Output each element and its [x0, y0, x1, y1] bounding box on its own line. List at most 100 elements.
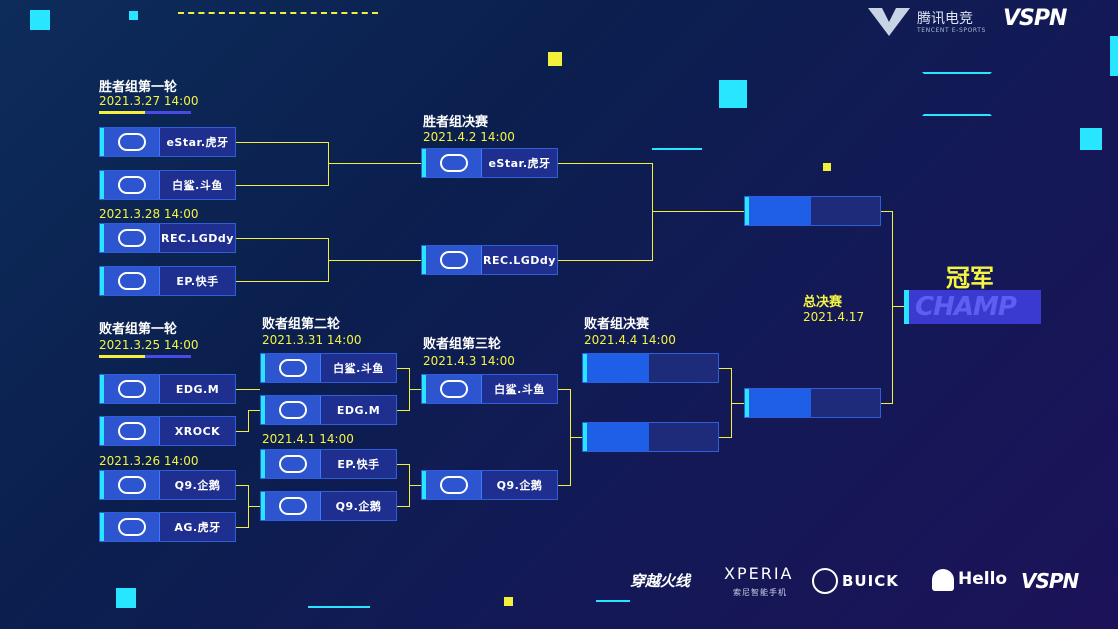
team-slot-wbf1[interactable]: eStar.虎牙	[421, 148, 558, 178]
round-title-lb-r1: 败者组第一轮	[99, 322, 178, 337]
bracket-line	[719, 368, 731, 369]
deco-square	[30, 10, 50, 30]
hello-ghost-icon	[932, 569, 954, 591]
team-slot-lb2-2[interactable]: EDG.M	[260, 395, 397, 425]
deco-dash-line	[178, 12, 378, 16]
team-name: XROCK	[174, 424, 221, 438]
bracket-line	[397, 464, 409, 465]
team-name: REC.LGDdy	[483, 253, 556, 267]
team-slot-lb3[interactable]: Q9.企鹅	[99, 470, 236, 500]
team-slot-wbf2[interactable]: REC.LGDdy	[421, 245, 558, 275]
round-date: 2021.3.25 14:00	[99, 338, 199, 352]
team-slot-wb1[interactable]: eStar.虎牙	[99, 127, 236, 157]
deco-square	[823, 163, 831, 171]
team-slot-wb4[interactable]: EP.快手	[99, 266, 236, 296]
deco-square	[129, 11, 138, 20]
round-title-wb-r1: 胜者组第一轮	[99, 80, 178, 95]
team-logo-icon	[104, 171, 160, 199]
deco-square	[719, 80, 747, 108]
tencent-logo	[868, 8, 910, 36]
deco-square	[504, 597, 513, 606]
round-title-wb-final: 胜者组决赛	[423, 115, 489, 130]
team-slot-wb2[interactable]: 白鲨.斗鱼	[99, 170, 236, 200]
team-slot-wb3[interactable]: REC.LGDdy	[99, 223, 236, 253]
buick-logo-icon	[812, 568, 838, 594]
team-name: Q9.企鹅	[174, 479, 221, 492]
round-date: 2021.4.17	[803, 310, 865, 324]
team-slot-lb1[interactable]: EDG.M	[99, 374, 236, 404]
team-name: 白鲨.斗鱼	[333, 362, 384, 375]
bracket-line	[397, 368, 409, 369]
deco-square	[548, 52, 562, 66]
round-date: 2021.3.28 14:00	[99, 207, 199, 221]
sponsor-xperia: XPERIA	[724, 564, 794, 583]
team-slot-lb3-2[interactable]: Q9.企鹅	[421, 470, 558, 500]
deco-square	[1110, 36, 1118, 76]
team-logo-icon	[265, 492, 321, 520]
team-logo-icon	[104, 513, 160, 541]
bracket-line	[880, 403, 892, 404]
bracket-line	[236, 142, 328, 143]
team-logo-icon	[426, 471, 482, 499]
team-name: EP.快手	[176, 275, 219, 288]
team-slot-lb2-4[interactable]: Q9.企鹅	[260, 491, 397, 521]
team-slot-lb4[interactable]: AG.虎牙	[99, 512, 236, 542]
team-logo-icon	[104, 224, 160, 252]
bracket-line	[570, 437, 582, 438]
tbd-slot[interactable]	[744, 388, 881, 418]
brand-cn: 腾讯电竞	[917, 11, 973, 27]
tbd-slot[interactable]	[744, 196, 881, 226]
team-logo-icon	[265, 450, 321, 478]
team-logo-icon	[104, 267, 160, 295]
brand-en: TENCENT E-SPORTS	[917, 27, 986, 34]
round-title-lb-r3: 败者组第三轮	[423, 337, 502, 352]
team-name: AG.虎牙	[174, 521, 221, 534]
team-slot-lb2-1[interactable]: 白鲨.斗鱼	[260, 353, 397, 383]
tencent-v-icon	[868, 8, 910, 36]
team-logo-icon	[104, 375, 160, 403]
tbd-slot[interactable]	[582, 353, 719, 383]
bracket-line	[397, 506, 409, 507]
team-slot-lb3-1[interactable]: 白鲨.斗鱼	[421, 374, 558, 404]
sponsor-buick: BUICK	[842, 572, 899, 590]
sponsor-hello: Hello	[958, 569, 1008, 589]
round-title-grand-final: 总决赛	[803, 295, 843, 310]
sponsor-crossfire: 穿越火线	[630, 572, 691, 590]
team-slot-lb2-3[interactable]: EP.快手	[260, 449, 397, 479]
bracket-line	[236, 185, 328, 186]
bracket-line	[892, 211, 893, 404]
round-date: 2021.4.1 14:00	[262, 432, 354, 446]
deco-square	[116, 588, 136, 608]
tbd-slot[interactable]	[582, 422, 719, 452]
round-title-lb-r2: 败者组第二轮	[262, 317, 341, 332]
bracket-line	[731, 403, 744, 404]
team-slot-lb2[interactable]: XROCK	[99, 416, 236, 446]
bracket-line	[558, 485, 570, 486]
team-name: Q9.企鹅	[335, 500, 382, 513]
round-date: 2021.4.3 14:00	[423, 354, 515, 368]
bracket-line	[652, 211, 744, 212]
team-name: EDG.M	[175, 382, 220, 396]
bracket-line	[248, 410, 260, 411]
champion-title: 冠军	[946, 264, 994, 292]
round-date: 2021.3.27 14:00	[99, 94, 199, 108]
round-title-lb-final: 败者组决赛	[584, 317, 650, 332]
bracket-line	[248, 506, 260, 507]
title-underline	[99, 355, 145, 358]
champion-slot[interactable]: CHAMP	[904, 290, 1041, 324]
bracket-line	[328, 142, 329, 186]
team-logo-icon	[265, 354, 321, 382]
title-underline	[99, 111, 145, 114]
bracket-line	[558, 260, 652, 261]
bracket-line	[236, 431, 248, 432]
bracket-line	[236, 281, 328, 282]
deco-square	[1080, 128, 1102, 150]
team-name: EP.快手	[337, 458, 380, 471]
bracket-line	[397, 410, 409, 411]
team-name: eStar.虎牙	[166, 136, 229, 149]
bracket-line	[236, 389, 260, 390]
round-date: 2021.3.31 14:00	[262, 333, 362, 347]
bracket-line	[719, 437, 731, 438]
bracket-line	[328, 163, 421, 164]
bracket-line	[880, 211, 892, 212]
